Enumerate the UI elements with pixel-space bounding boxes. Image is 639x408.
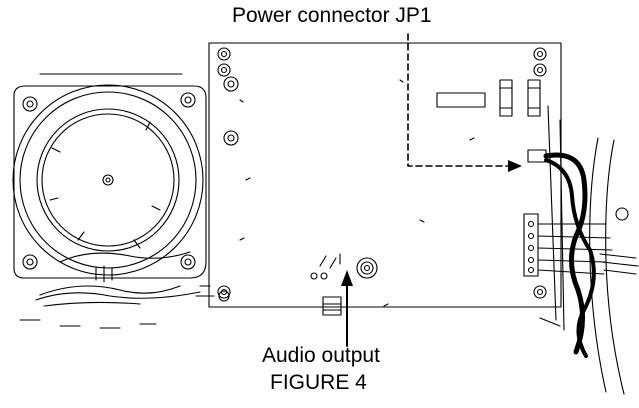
audio-output-callout xyxy=(341,270,353,347)
figure-caption: FIGURE 4 xyxy=(270,371,367,394)
power-connector-label: Power connector JP1 xyxy=(232,4,432,27)
speaker-icon xyxy=(12,73,230,329)
wire-harness-icon xyxy=(537,105,639,395)
power-connector-callout xyxy=(407,33,522,172)
terminal-block-icon xyxy=(523,149,547,277)
circuit-board-icon xyxy=(208,42,562,316)
audio-output-label: Audio output xyxy=(262,344,380,367)
